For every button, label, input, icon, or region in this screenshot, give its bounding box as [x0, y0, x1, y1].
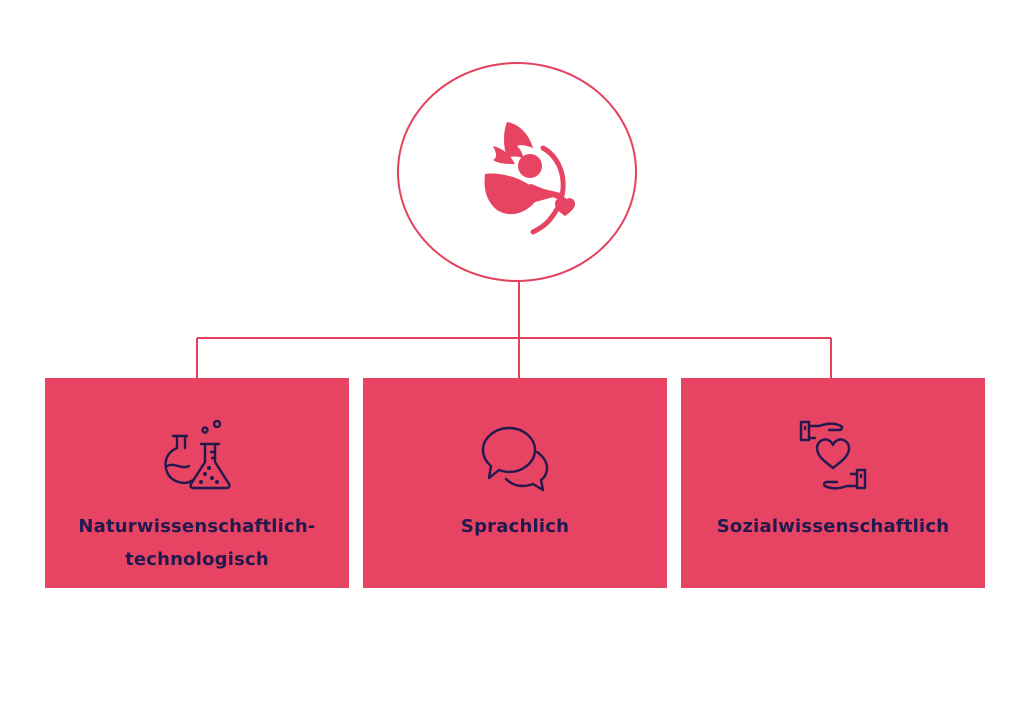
category-box-social[interactable]: Sozialwissenschaftlich — [681, 378, 985, 588]
category-box-language[interactable]: Sprachlich — [363, 378, 667, 588]
cupid-icon — [484, 122, 575, 235]
category-label-line-2: technologisch — [125, 549, 269, 570]
category-label: Naturwissenschaftlich- technologisch — [45, 510, 349, 576]
category-label: Sprachlich — [460, 516, 570, 537]
hands-heart-icon — [799, 420, 867, 490]
logo-circle — [397, 62, 637, 282]
category-label: Sozialwissenschaftlich — [716, 516, 950, 537]
speech-bubbles-icon — [481, 426, 549, 492]
category-box-science[interactable]: Naturwissenschaftlich- technologisch — [45, 378, 349, 588]
lab-flasks-icon — [164, 419, 231, 490]
category-label-line-1: Naturwissenschaftlich- — [78, 516, 316, 537]
